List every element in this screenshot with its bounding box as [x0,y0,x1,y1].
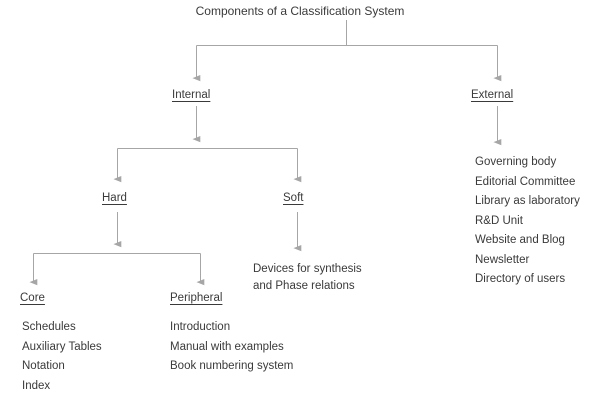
node-root-title: Components of a Classification System [195,4,405,18]
node-hard: Hard [102,192,127,204]
soft-detail-line-1: Devices for synthesis [253,263,362,275]
node-internal: Internal [172,89,211,101]
node-core: Core [20,292,45,304]
peripheral-items-list: Introduction Manual with examples Book n… [170,318,293,377]
list-item: Notation [22,360,65,372]
list-item: Governing body [475,156,557,168]
list-item: Manual with examples [170,340,284,353]
list-item: Book numbering system [170,360,294,372]
list-item: Library as laboratory [475,195,580,207]
list-item: Schedules [22,321,76,333]
list-item: R&D Unit [475,214,523,227]
core-items-list: Schedules Auxiliary Tables Notation Inde… [22,318,102,396]
list-item: Newsletter [475,253,530,266]
list-item: Directory of users [475,273,566,285]
external-items-list: Governing body Editorial Committee Libra… [475,153,580,290]
list-item: Introduction [170,321,231,333]
list-item: Index [22,379,51,392]
soft-detail-text: Devices for synthesis and Phase relation… [253,261,362,295]
soft-detail-line-2: and Phase relations [253,280,355,292]
node-soft: Soft [283,192,304,204]
list-item: Auxiliary Tables [22,340,102,353]
list-item: Website and Blog [475,234,565,246]
list-item: Editorial Committee [475,175,576,188]
node-external: External [471,89,514,101]
node-peripheral: Peripheral [170,292,223,304]
